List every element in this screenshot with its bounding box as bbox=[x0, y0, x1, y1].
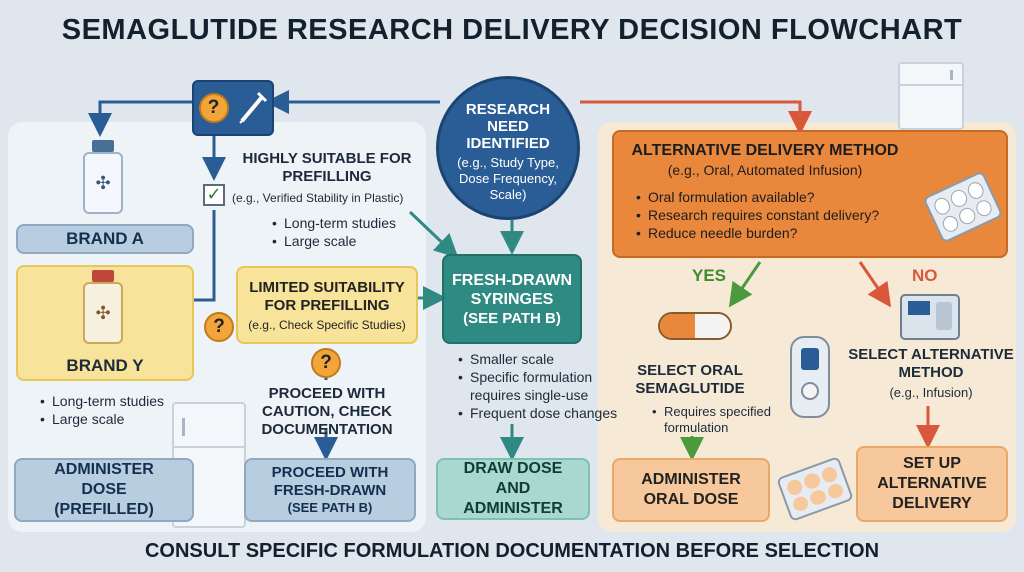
alternative-delivery-bullets: Oral formulation available? Research req… bbox=[628, 188, 992, 242]
question-icon: ? bbox=[204, 312, 234, 342]
list-item: Smaller scale bbox=[458, 350, 618, 368]
syringe-decision-node: ? bbox=[192, 80, 274, 136]
brand-y-vial-icon: ✣ bbox=[80, 270, 126, 350]
page-title: SEMAGLUTIDE RESEARCH DELIVERY DECISION F… bbox=[61, 14, 963, 46]
highly-suitable-bullets: Long-term studies Large scale bbox=[268, 214, 444, 250]
question-icon: ? bbox=[311, 348, 341, 378]
limited-suitability-title: LIMITED SUITABILITY FOR PREFILLING bbox=[249, 278, 405, 314]
fresh-drawn-bullets: Smaller scale Specific formulation requi… bbox=[454, 350, 618, 422]
research-need-detail: (e.g., Study Type, Dose Frequency, Scale… bbox=[457, 155, 559, 202]
list-item: Research requires constant delivery? bbox=[636, 206, 992, 224]
capsule-icon bbox=[658, 312, 732, 340]
alternative-delivery-detail: (e.g., Oral, Automated Infusion) bbox=[667, 162, 863, 178]
fridge-icon bbox=[898, 62, 964, 130]
yes-label: YES bbox=[692, 266, 727, 285]
fresh-drawn-node: FRESH-DRAWN SYRINGES (SEE PATH B) bbox=[442, 254, 582, 344]
brand-y-bullets: Long-term studies Large scale bbox=[36, 392, 212, 428]
list-item: Frequent dose changes bbox=[458, 404, 618, 422]
setup-alternative-node: SET UP ALTERNATIVE DELIVERY bbox=[856, 446, 1008, 522]
brand-y-label: BRAND Y bbox=[66, 356, 144, 375]
fresh-drawn-detail: (SEE PATH B) bbox=[463, 309, 561, 327]
research-need-node: RESEARCH NEED IDENTIFIED (e.g., Study Ty… bbox=[436, 76, 580, 220]
list-item: Large scale bbox=[272, 232, 444, 250]
list-item: Reduce needle burden? bbox=[636, 224, 992, 242]
list-item: Long-term studies bbox=[272, 214, 444, 232]
administer-oral-node: ADMINISTER ORAL DOSE bbox=[612, 458, 770, 522]
proceed-fresh-title: PROCEED WITH FRESH-DRAWN bbox=[271, 464, 389, 499]
proceed-fresh-node: PROCEED WITH FRESH-DRAWN (SEE PATH B) bbox=[244, 458, 416, 522]
select-alternative-detail: (e.g., Infusion) bbox=[889, 385, 973, 400]
list-item: Oral formulation available? bbox=[636, 188, 992, 206]
highly-suitable-detail: (e.g., Verified Stability in Plastic) bbox=[232, 191, 404, 205]
limited-suitability-detail: (e.g., Check Specific Studies) bbox=[248, 317, 406, 332]
brand-a-vial-icon: ✣ bbox=[80, 140, 126, 220]
no-label: NO bbox=[912, 266, 938, 285]
research-need-title: RESEARCH NEED IDENTIFIED bbox=[465, 101, 551, 152]
draw-dose-node: DRAW DOSE AND ADMINISTER bbox=[436, 458, 590, 520]
proceed-caution-label: PROCEED WITH CAUTION, CHECK DOCUMENTATIO… bbox=[261, 385, 393, 438]
list-item: Requires specified formulation bbox=[652, 404, 782, 436]
brand-a-label: BRAND A bbox=[16, 224, 194, 254]
select-oral-title: SELECT ORAL SEMAGLUTIDE bbox=[635, 362, 745, 397]
alternative-delivery-title: ALTERNATIVE DELIVERY METHOD bbox=[631, 142, 899, 159]
list-item: Specific formulation requires single-use bbox=[458, 368, 618, 404]
select-alternative-title: SELECT ALTERNATIVE METHOD bbox=[848, 346, 1014, 381]
fresh-drawn-title: FRESH-DRAWN SYRINGES bbox=[452, 271, 572, 308]
proceed-fresh-detail: (SEE PATH B) bbox=[287, 500, 373, 515]
infusion-device-icon bbox=[790, 336, 830, 418]
question-icon: ? bbox=[198, 93, 229, 123]
checkbox-icon: ✓ bbox=[203, 184, 225, 206]
infusion-pump-icon bbox=[900, 294, 960, 340]
list-item: Long-term studies bbox=[40, 392, 212, 410]
highly-suitable-title: HIGHLY SUITABLE FOR PREFILLING bbox=[242, 150, 412, 185]
limited-suitability-node: LIMITED SUITABILITY FOR PREFILLING (e.g.… bbox=[236, 266, 418, 344]
select-oral-bullets: Requires specified formulation bbox=[648, 404, 782, 436]
list-item: Large scale bbox=[40, 410, 212, 428]
footer-note: CONSULT SPECIFIC FORMULATION DOCUMENTATI… bbox=[144, 540, 880, 562]
administer-prefilled-node: ADMINISTER DOSE (PREFILLED) bbox=[14, 458, 194, 522]
syringe-icon bbox=[238, 91, 267, 124]
